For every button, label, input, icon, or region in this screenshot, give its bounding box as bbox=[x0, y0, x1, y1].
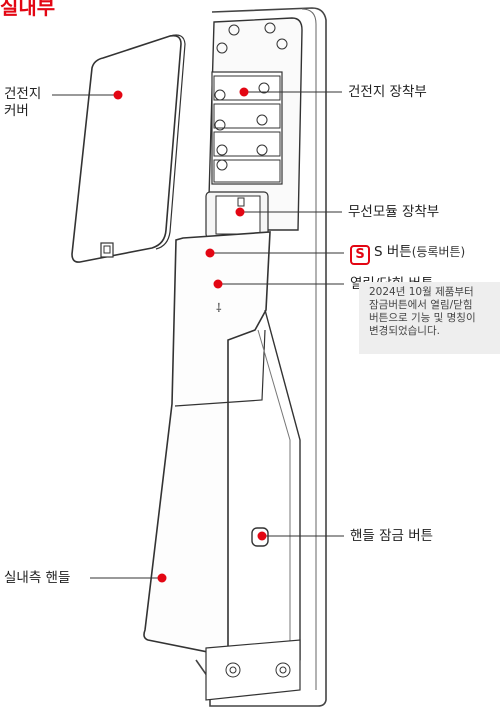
label-s-button-text: S 버튼 bbox=[374, 244, 412, 260]
label-wireless-module-mount: 무선모듈 장착부 bbox=[348, 204, 440, 220]
indoor-handle bbox=[143, 231, 271, 653]
label-indoor-handle: 실내측 핸들 bbox=[4, 570, 71, 586]
label-battery-mount: 건전지 장착부 bbox=[348, 84, 427, 100]
page-title: 실내부 bbox=[0, 0, 56, 19]
label-battery-cover-line1: 건전지 bbox=[4, 86, 42, 102]
label-battery-cover: 건전지 커버 bbox=[4, 86, 41, 120]
label-handle-lock-button: 핸들 잠금 버튼 bbox=[350, 528, 434, 544]
body-outline bbox=[195, 7, 327, 707]
label-s-button-paren: (등록버튼) bbox=[411, 245, 466, 259]
battery-cover-latch bbox=[100, 242, 114, 258]
battery-cover bbox=[71, 34, 182, 263]
note-line: 2024년 10월 제품부터 bbox=[369, 286, 474, 298]
note-line: 잠금버튼에서 열림/닫힘 bbox=[369, 299, 473, 311]
change-note-box: 2024년 10월 제품부터 잠금버튼에서 열림/닫힘 버튼으로 기능 및 명칭… bbox=[359, 282, 500, 354]
note-line: 버튼으로 기능 및 명칭이 bbox=[369, 312, 476, 324]
label-battery-cover-line2: 커버 bbox=[4, 103, 29, 119]
battery-cover-edge bbox=[155, 34, 186, 250]
s-letter-icon: S bbox=[350, 245, 370, 265]
note-line: 변경되었습니다. bbox=[369, 325, 440, 337]
svg-text:⸸: ⸸ bbox=[216, 301, 222, 315]
